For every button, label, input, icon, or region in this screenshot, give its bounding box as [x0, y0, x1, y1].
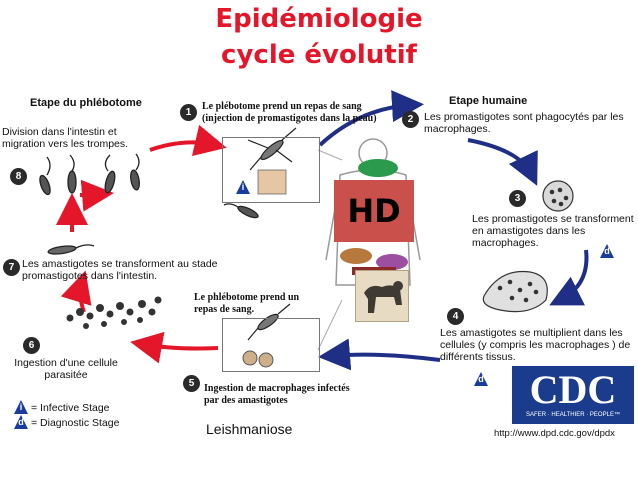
step-text-1: Le plébotome prend un repas de sang (inj… — [202, 101, 377, 124]
step-number-1: 1 — [180, 104, 197, 121]
legend-diagnostic-text: = Diagnostic Stage — [31, 417, 120, 429]
skin-tissue-1-figure — [257, 169, 287, 195]
phase-label-human: Etape humaine — [449, 95, 528, 107]
sandfly-1-figure — [247, 127, 297, 171]
promastigote-2-figure — [223, 203, 259, 219]
cdc-tagline: SAFER · HEALTHIER · PEOPLE™ — [526, 412, 620, 418]
disease-name: Leishmaniose — [206, 421, 293, 437]
arrow-2-to-3 — [467, 138, 538, 186]
page-title-line1: Epidémiologie — [215, 4, 423, 34]
dog-photo — [355, 270, 409, 322]
cdc-logo: CDC SAFER · HEALTHIER · PEOPLE™ — [512, 366, 634, 424]
arrow-8-to-1 — [79, 179, 114, 212]
phase-label-vector: Etape du phlébotome — [30, 97, 142, 109]
arrow-4-to-5 — [318, 338, 441, 371]
step-number-5: 5 — [183, 375, 200, 392]
step-text-8: Division dans l'intestin et migration ve… — [2, 126, 129, 150]
step-text-3: Les promastigotes se transforment en ama… — [472, 213, 634, 249]
macrophage-3-figure — [542, 180, 574, 212]
step-text-6: Ingestion d'une cellule parasitée — [14, 357, 118, 381]
step-number-3: 3 — [509, 190, 526, 207]
macrophages-5-figure — [242, 350, 274, 368]
step-number-7: 7 — [3, 259, 20, 276]
hd-box — [334, 180, 414, 242]
arrow-1-to-2 — [318, 90, 424, 147]
promastigotes-figure — [39, 153, 140, 196]
amastigote-cluster-figure — [66, 296, 162, 329]
step-number-6: 6 — [23, 337, 40, 354]
legend-infective-text: = Infective Stage — [31, 402, 110, 414]
cdc-logo-text: CDC — [529, 367, 617, 412]
arrow-5-to-6 — [130, 331, 219, 364]
second-meal-text: Le phlébotome prend un repas de sang. — [194, 292, 300, 315]
step-number-2: 2 — [402, 111, 419, 128]
step-text-5: Ingestion de macrophages infectés par de… — [204, 383, 350, 406]
cdc-url: http://www.dpd.cdc.gov/dpdx — [494, 428, 615, 439]
arrow-6-to-7 — [60, 270, 92, 313]
infected-cell-4-figure — [482, 270, 548, 313]
step-text-7: Les amastigotes se transforment au stade… — [22, 258, 218, 282]
sandfly-box-1 — [222, 137, 320, 203]
page-title-line2: cycle évolutif — [221, 40, 417, 70]
step-number-4: 4 — [447, 308, 464, 325]
connector-lines — [317, 149, 343, 351]
arrow-1 — [149, 124, 227, 157]
arrow-3-to-4 — [549, 249, 589, 306]
hd-label: HD — [347, 192, 401, 230]
step-text-4: Les amastigotes se multiplient dans les … — [440, 327, 631, 363]
promastigote-7-figure — [47, 244, 95, 255]
sandfly-box-5 — [222, 318, 320, 372]
step-text-2: Les promastigotes sont phagocytés par le… — [424, 111, 624, 135]
step-number-8: 8 — [10, 168, 27, 185]
